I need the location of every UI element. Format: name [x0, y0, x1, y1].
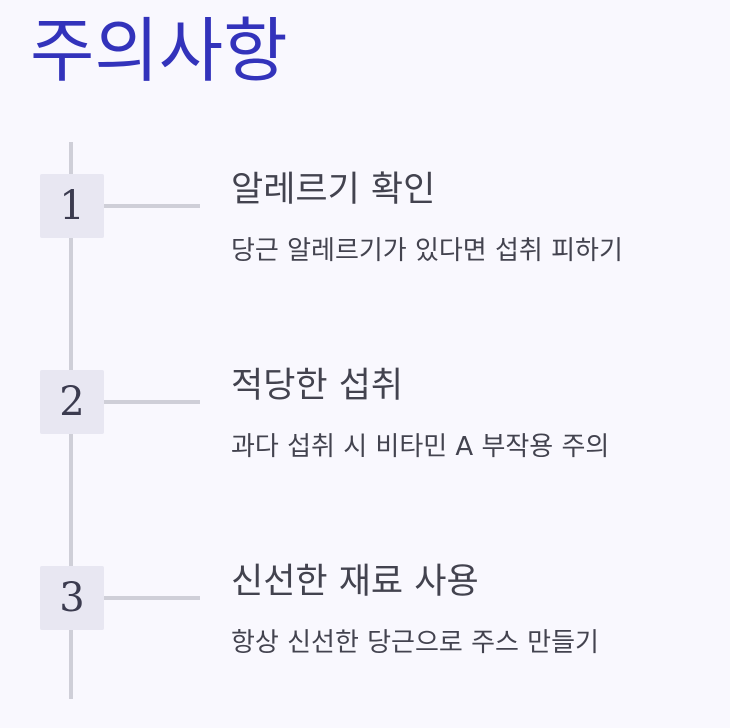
- step-description: 당근 알레르기가 있다면 섭취 피하기: [231, 236, 623, 266]
- step-number-badge: 2: [40, 370, 104, 434]
- page-title: 주의사항: [30, 10, 288, 92]
- step-title: 신선한 재료 사용: [231, 562, 479, 602]
- step-connector: [104, 596, 200, 600]
- step-description: 과다 섭취 시 비타민 A 부작용 주의: [231, 432, 610, 462]
- step-item: 3 신선한 재료 사용 항상 신선한 당근으로 주스 만들기: [0, 562, 730, 686]
- step-title: 적당한 섭취: [231, 366, 404, 406]
- step-description: 항상 신선한 당근으로 주스 만들기: [231, 628, 599, 658]
- step-item: 1 알레르기 확인 당근 알레르기가 있다면 섭취 피하기: [0, 170, 730, 294]
- step-number-badge: 1: [40, 174, 104, 238]
- step-connector: [104, 400, 200, 404]
- step-number-badge: 3: [40, 566, 104, 630]
- step-item: 2 적당한 섭취 과다 섭취 시 비타민 A 부작용 주의: [0, 366, 730, 490]
- step-connector: [104, 204, 200, 208]
- step-title: 알레르기 확인: [231, 170, 436, 210]
